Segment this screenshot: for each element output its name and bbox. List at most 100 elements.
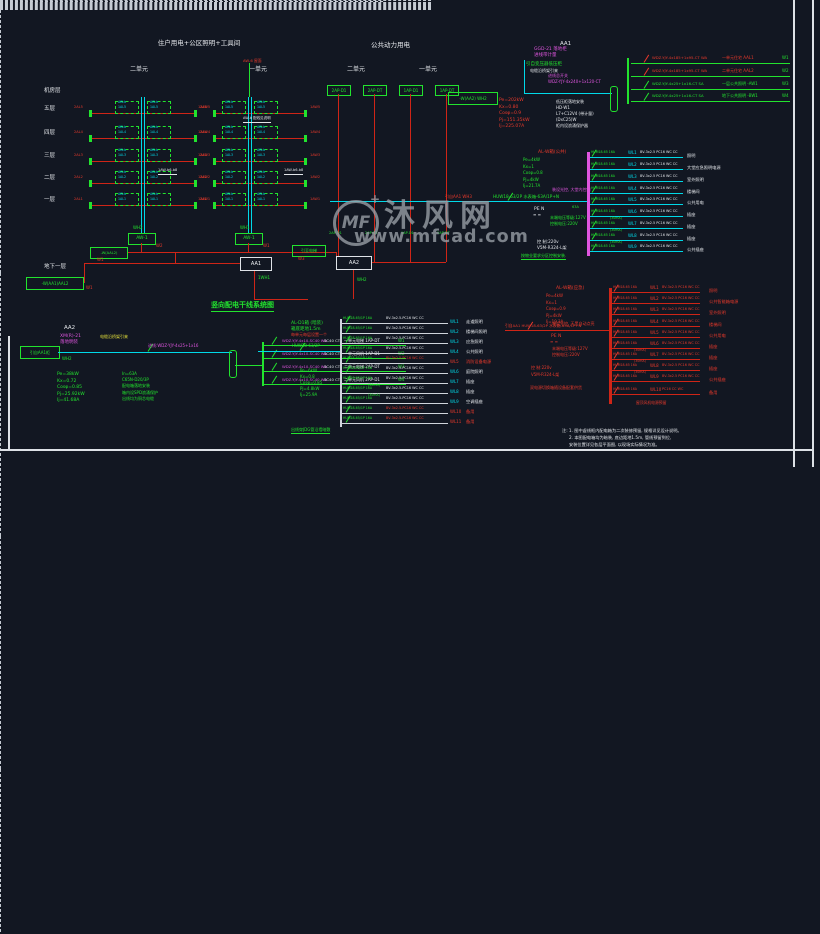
alw-incoming-line: [330, 201, 587, 202]
lighting-box-label: 1AL2: [118, 174, 127, 179]
lighting-box: [115, 171, 139, 184]
cap-label: 1AL4: [198, 130, 207, 134]
aa1-feeder-wl: W2: [782, 68, 789, 73]
aa2-main-breaker: [229, 350, 237, 378]
ald1-cable: BV-3x2.5-PC16 WC CC: [386, 366, 424, 370]
ald1-breaker: HUM18-65/1P 16A: [343, 366, 373, 370]
aa1-param: Cosφ=0.9: [499, 111, 522, 116]
aa1-feeder-load: 一层公共照明 -AW1: [722, 81, 758, 86]
aa2-feed-label: 引自AA1柜: [20, 346, 60, 359]
route: [254, 299, 308, 300]
aa2-feeder-load: 一单元电梯 1AP-DT: [344, 338, 380, 343]
alw-title: AL-W箱(公共): [538, 150, 567, 155]
route: [353, 268, 354, 299]
alr-cable: BV-3x2.5 PC16 WC CC: [662, 307, 700, 311]
ald1-feeder-line: [342, 413, 448, 414]
alr-breaker: HUM18-65 16A: [613, 352, 637, 356]
alr-load: 公共智能箱电源: [709, 299, 739, 304]
aa1-panel-label: AA1: [560, 41, 572, 47]
ald1-feeder-line: [342, 423, 448, 424]
callout: AW-b 配线见说明: [243, 116, 271, 123]
aa2-bus: [262, 342, 264, 386]
riser-bus: [248, 97, 249, 234]
alr-feeder-line: [612, 348, 700, 349]
lighting-box-label: 1AL2: [150, 174, 159, 179]
alr-rcd-tag: (30mA): [634, 370, 646, 374]
alw-feeder-line: [590, 216, 683, 217]
alw-breaker: HUM18-65 16A: [591, 150, 615, 154]
cap-label: 2AW2: [200, 175, 211, 179]
aa2-feeder-load: 二单元电梯 2AP-DT: [344, 364, 380, 369]
aa1-feeder-cable: WDZ-YJY-4x185+1x95-CT WA: [652, 55, 708, 60]
aw-tag-bottom: W1: [263, 243, 270, 248]
route: [248, 243, 249, 252]
floor-label: 三层: [44, 153, 56, 159]
cap-icon: [89, 180, 92, 187]
alw-wl: WL3: [628, 174, 637, 179]
lighting-box-label: AW-b: [118, 100, 127, 104]
alw-g-note: 控制电压:220V: [550, 221, 578, 226]
alw-wl: WL8: [628, 233, 637, 238]
alr-cable: PC16 CC WC: [662, 387, 684, 391]
lighting-box-label: 1AL3: [225, 152, 234, 157]
alr-cable: BV-3x2.5 PC16 WC CC: [662, 352, 700, 356]
aw-tag-bottom: W2: [156, 243, 163, 248]
ald1-feeder-line: [342, 383, 448, 384]
floor-label: 机房层: [44, 88, 61, 94]
breaker-icon: [643, 67, 650, 76]
grid-line: [0, 9, 431, 10]
lighting-box: [222, 149, 246, 162]
cap-icon: [194, 180, 197, 187]
feed-label: -W(AA1)AAL2: [26, 277, 84, 290]
alw-incoming-g: HUW18-63/2P 水表箱-63A/1P+N: [493, 194, 559, 199]
lighting-box-label: 1AL1: [118, 196, 127, 201]
alw-feeder-line: [590, 240, 683, 241]
watermark: MF + 沐风网 www.mfcad.com: [326, 190, 528, 258]
alw-breaker: HUM18-65 16A: [591, 174, 615, 178]
alw-cable: BV-3x2.5 PC16 WC CC: [640, 150, 678, 154]
alr-pe: PE N: [551, 334, 562, 339]
aa1-main-breaker: [610, 86, 618, 112]
cap-icon: [194, 202, 197, 209]
unit-col-header: 二单元: [130, 66, 149, 73]
alw-load: 插座: [687, 212, 696, 217]
lighting-box-label: AW-b: [257, 192, 266, 196]
aa1-feeder-wl: W1: [782, 55, 789, 60]
ald1-wl: WL1: [450, 319, 459, 324]
alw-m-note: 装设光控, 大堂内控制: [552, 187, 591, 192]
aa1-feeder-cable: WDZ-YJY-4x25+1x16-CT SA: [652, 81, 704, 86]
alr-feeder-line: [612, 337, 700, 338]
feed-label: -W(AAL2): [90, 247, 128, 259]
aa2-feeder-wl: W1: [398, 338, 405, 343]
alw-wl: WL5: [628, 197, 637, 202]
lighting-box-label: 1AL4: [225, 129, 234, 134]
alw-load: 大堂应急照明电源: [687, 165, 721, 170]
alw-wl: WL6: [628, 209, 637, 214]
aa2-feeder-mid: SC40 CT: [324, 377, 341, 382]
aa1-panel-sub: 进线带计量: [534, 53, 557, 58]
alr-wl: WL7: [650, 352, 659, 357]
cap-icon: [194, 135, 197, 142]
lighting-box: [147, 126, 171, 139]
feed-label: 引至电梯: [292, 245, 326, 257]
ald1-wl: WL6: [450, 369, 459, 374]
alr-load: 插座: [709, 366, 718, 371]
ald1-load: 空调插座: [466, 399, 483, 404]
aa1-param: Pj=151.35kW: [499, 117, 530, 123]
alr-feeder-line: [612, 292, 700, 293]
alw-incoming-r: 引自AA1 WH3: [445, 194, 472, 199]
alr-feeder-line: [612, 359, 700, 360]
route: [336, 252, 337, 256]
aa1-inline-m1: 进线总开关: [548, 73, 568, 78]
grid-line: [0, 4, 431, 5]
aa1-feeder-wl: W4: [782, 93, 789, 98]
roof-riser-stub: [249, 63, 250, 97]
alr-wl: WL5: [650, 330, 659, 335]
ald1-header: 箱底距地1.5m: [291, 327, 321, 332]
lighting-box-label: AW-b: [225, 148, 234, 152]
unit-col-header: 二单元: [347, 66, 366, 73]
alr-breaker: HUM18-65 16A: [613, 374, 637, 378]
aa1-feed-note-w: 电缆沿桥架引来: [530, 68, 558, 73]
aa1-feeder-wl: W3: [782, 81, 789, 86]
ald1-breaker: HUM18-65/1P 16A: [343, 326, 373, 330]
